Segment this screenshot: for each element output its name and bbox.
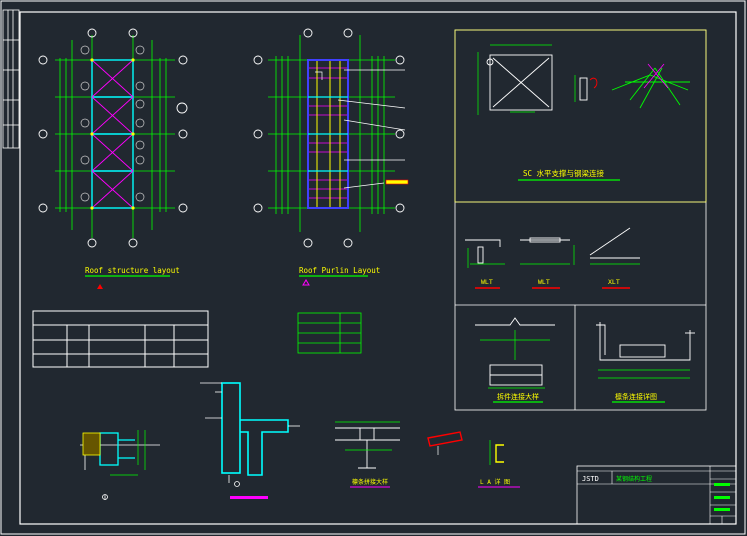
- binding-strip: [2, 9, 20, 149]
- title-block: JSTD 某钢结构工程: [576, 465, 737, 525]
- bracing-detail: SC 水平支撑与钢梁连接: [477, 44, 690, 181]
- roof-structure-plan: Roof structure layout: [38, 28, 188, 289]
- detail-b-label-2: WLT: [538, 278, 550, 286]
- purlin-lap-detail: 檩条连接详图: [596, 322, 695, 403]
- purlin-splice-caption: 檩条拼接大样: [352, 478, 388, 486]
- beam-column-joint-detail: [200, 382, 300, 499]
- bracing-detail-caption: SC 水平支撑与钢梁连接: [523, 168, 605, 178]
- roof-purlin-title: Roof Purlin Layout: [299, 266, 380, 275]
- detail-b-label-3: XLT: [608, 278, 620, 286]
- inner-frame: [19, 11, 737, 525]
- roof-structure-title: Roof structure layout: [85, 266, 180, 275]
- purlin-table: [297, 312, 362, 354]
- purlin-splice-section: 檩条拼接大样: [335, 421, 400, 488]
- profile-detail-caption: L A 详 图: [480, 478, 510, 486]
- title-block-project: 某钢结构工程: [616, 475, 652, 483]
- material-table: [32, 310, 209, 368]
- roof-purlin-plan: Roof Purlin Layout: [253, 28, 409, 286]
- detail-b-label-1: WLT: [481, 278, 493, 286]
- title-block-company: JSTD: [582, 475, 599, 483]
- splice-detail-caption: 拆件连接大样: [497, 392, 539, 401]
- splice-detail: 拆件连接大样: [475, 317, 555, 403]
- small-profile-details: L A 详 图: [427, 431, 520, 488]
- column-base-detail: [80, 430, 160, 500]
- purlin-connection-details: WLT WLT XLT: [465, 227, 640, 289]
- purlin-lap-caption: 檩条连接详图: [615, 392, 657, 401]
